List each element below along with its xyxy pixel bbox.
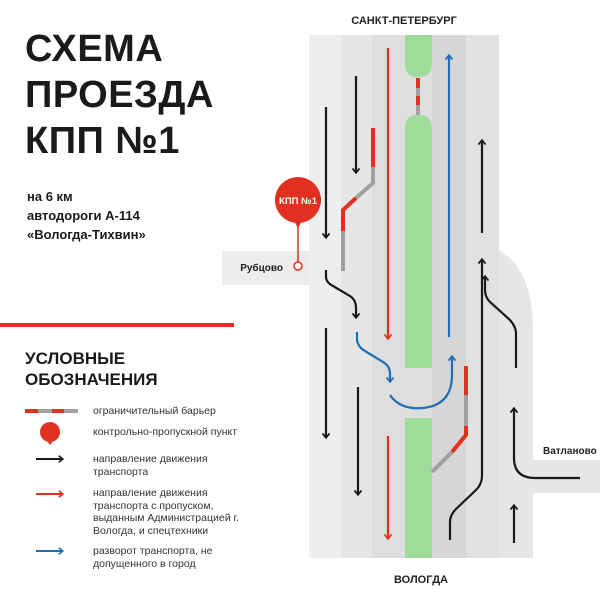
- west-village-label: Рубцово: [240, 262, 283, 274]
- legend-item-barrier: ограничительный барьер: [93, 405, 216, 417]
- subtitle-line-2: автодороги А-114: [27, 208, 140, 223]
- black-arrow-merge: [448, 257, 487, 540]
- east-village-label: Ватланово: [543, 446, 597, 457]
- legend-item-blue-arrow: разворот транспорта, не допущенного в го…: [93, 545, 213, 570]
- legend-title-line-1: УСЛОВНЫЕ: [25, 349, 126, 368]
- black-arrow-from-vatlanovo: [509, 406, 580, 480]
- road-vatlanovo: [499, 250, 600, 558]
- blue-arrow-turn: [355, 332, 395, 384]
- title-line-3: КПП №1: [25, 120, 180, 162]
- divider: [0, 323, 234, 327]
- checkpoint-dot-icon: [40, 422, 60, 445]
- page-title: СХЕМА ПРОЕЗДА КПП №1: [25, 26, 214, 164]
- black-arrow-right-curve: [480, 274, 518, 368]
- legend-title: УСЛОВНЫЕ ОБОЗНАЧЕНИЯ: [25, 348, 158, 390]
- title-line-2: ПРОЕЗДА: [25, 74, 214, 116]
- barrier-south: [430, 366, 468, 474]
- title-line-1: СХЕМА: [25, 28, 164, 70]
- checkpoint-label: КПП №1: [279, 196, 318, 207]
- blue-arrow-uturn: [389, 354, 457, 410]
- subtitle-line-3: «Вологда-Тихвин»: [27, 227, 146, 242]
- legend-item-red-arrow: направление движения транспорта с пропус…: [93, 487, 239, 537]
- black-arrow-from-rubtsovo: [324, 270, 361, 320]
- median-green: [405, 35, 432, 558]
- subtitle-line-1: на 6 км: [27, 189, 73, 204]
- legend-item-checkpoint: контрольно-пропускной пункт: [93, 426, 238, 438]
- checkpoint-marker[interactable]: КПП №1: [275, 177, 321, 271]
- subtitle: на 6 км автодороги А-114 «Вологда-Тихвин…: [27, 187, 146, 244]
- barrier-north: [341, 128, 375, 271]
- north-label: САНКТ-ПЕТЕРБУРГ: [351, 15, 457, 27]
- legend-item-black-arrow: направление движения транспорта: [93, 453, 208, 478]
- south-label: ВОЛОГДА: [394, 574, 448, 586]
- legend-title-line-2: ОБОЗНАЧЕНИЯ: [25, 370, 158, 389]
